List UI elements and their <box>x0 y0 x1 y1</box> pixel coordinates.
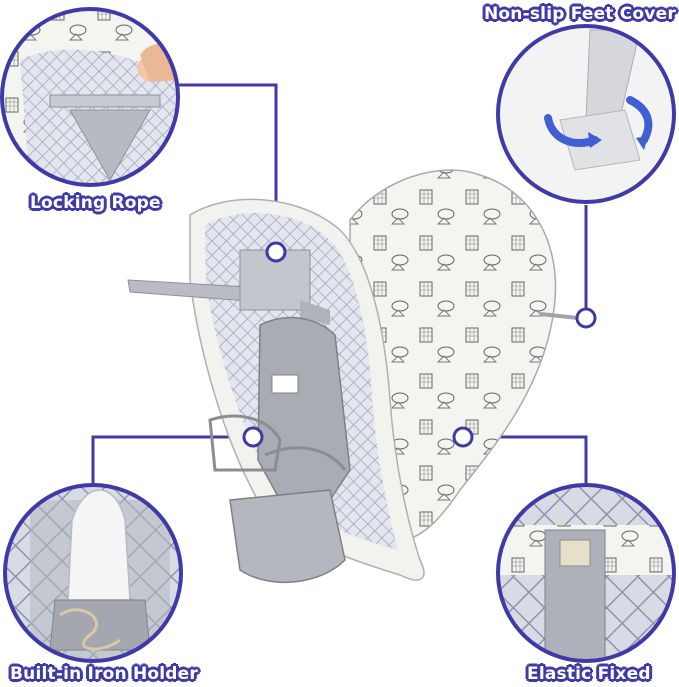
dot-iron-holder <box>242 426 264 448</box>
detail-locking-rope <box>0 7 180 187</box>
callout-dots <box>242 241 597 448</box>
connector-iron-holder <box>91 435 253 483</box>
label-built-in-iron-holder: Built-in Iron Holder <box>10 664 198 684</box>
rotate-arrow-right-icon <box>626 96 653 144</box>
label-non-slip-feet-cover: Non-slip Feet Cover <box>484 4 676 24</box>
dot-elastic <box>452 426 474 448</box>
label-elastic-fixed: Elastic Fixed <box>527 664 651 684</box>
detail-feet-cover <box>496 24 676 204</box>
label-locking-rope: Locking Rope <box>30 193 161 213</box>
dot-feet-cover <box>575 307 597 329</box>
detail-iron-holder <box>3 483 183 663</box>
dot-locking-rope <box>265 241 287 263</box>
detail-elastic-fixed <box>496 483 676 663</box>
connector-locking-rope <box>178 83 278 242</box>
connector-elastic <box>463 435 588 483</box>
iron-holder-main <box>208 316 351 584</box>
callout-lines <box>91 83 588 483</box>
